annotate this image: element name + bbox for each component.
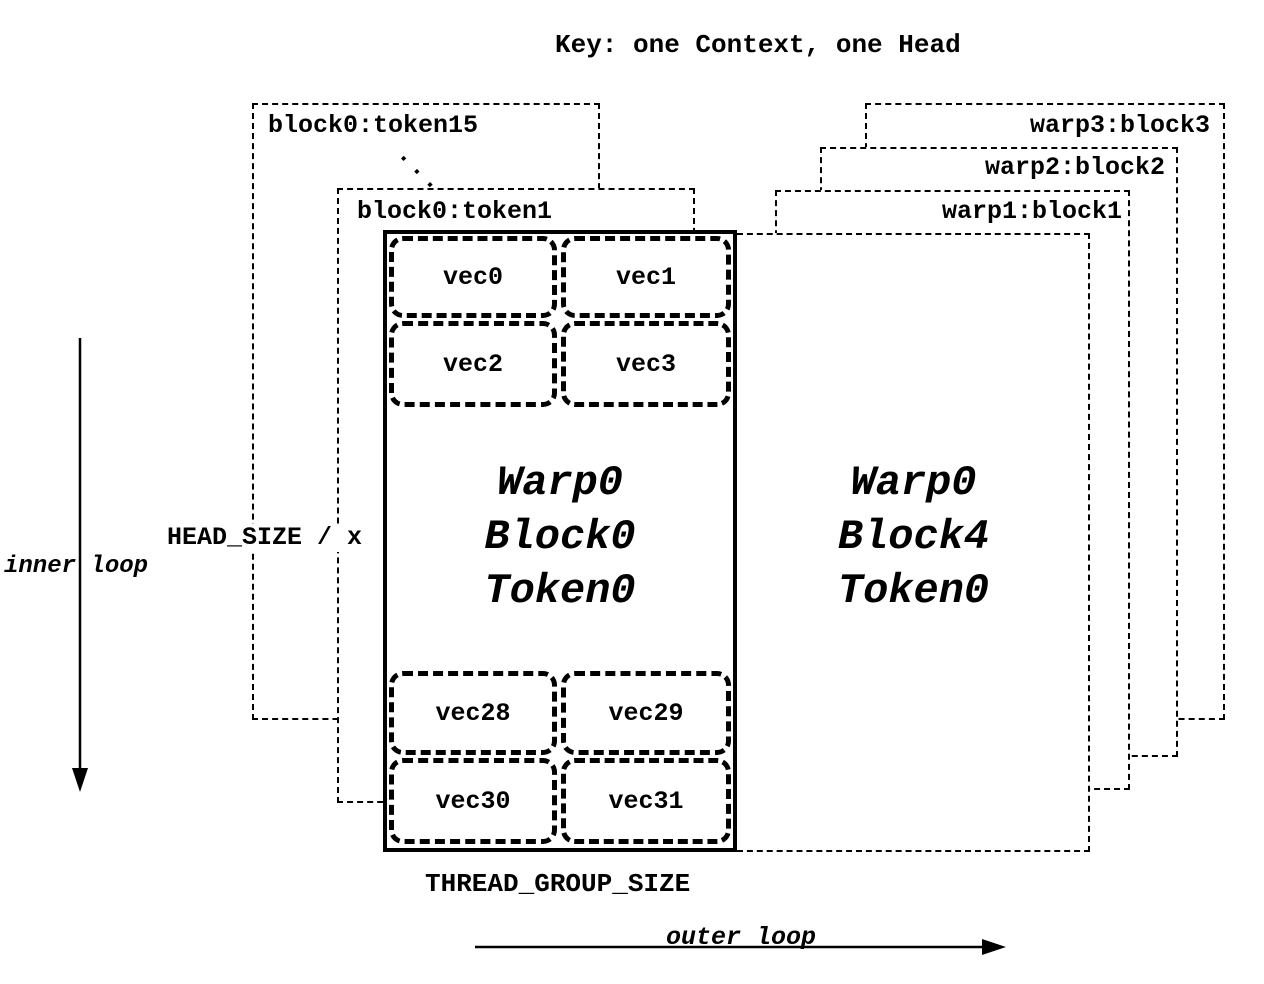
right-line-warp: Warp0 [850,459,977,507]
vec2-cell: vec2 [389,321,557,407]
main-line-warp: Warp0 [496,459,624,507]
warp0-block4-box [737,233,1090,852]
head-size-label: HEAD_SIZE / x [165,523,365,552]
main-line-block: Block0 [484,513,636,561]
right-line-block: Block4 [837,513,990,561]
warp0-block0-title: Warp0 Block0 Token0 [383,456,737,618]
vec30-cell: vec30 [389,758,557,844]
inner-loop-label: inner loop [4,553,149,580]
block0-token1-label: block0:token1 [357,197,553,226]
warp3-block3-label: warp3:block3 [1029,111,1210,140]
vec0-cell: vec0 [389,236,557,318]
warp0-block4-title: Warp0 Block4 Token0 [737,456,1090,618]
vec31-cell: vec31 [561,758,731,844]
diagram-title: Key: one Context, one Head [555,30,961,60]
vec3-cell: vec3 [561,321,731,407]
outer-loop-label: outer loop [666,923,817,952]
main-line-token: Token0 [484,567,636,615]
warp1-block1-label: warp1:block1 [941,197,1122,226]
block0-token15-label: block0:token15 [268,111,479,140]
right-line-token: Token0 [837,567,990,615]
thread-group-size-label: THREAD_GROUP_SIZE [425,869,691,899]
vec28-cell: vec28 [389,671,557,755]
vec29-cell: vec29 [561,671,731,755]
vec1-cell: vec1 [561,236,731,318]
warp2-block2-label: warp2:block2 [984,153,1165,182]
